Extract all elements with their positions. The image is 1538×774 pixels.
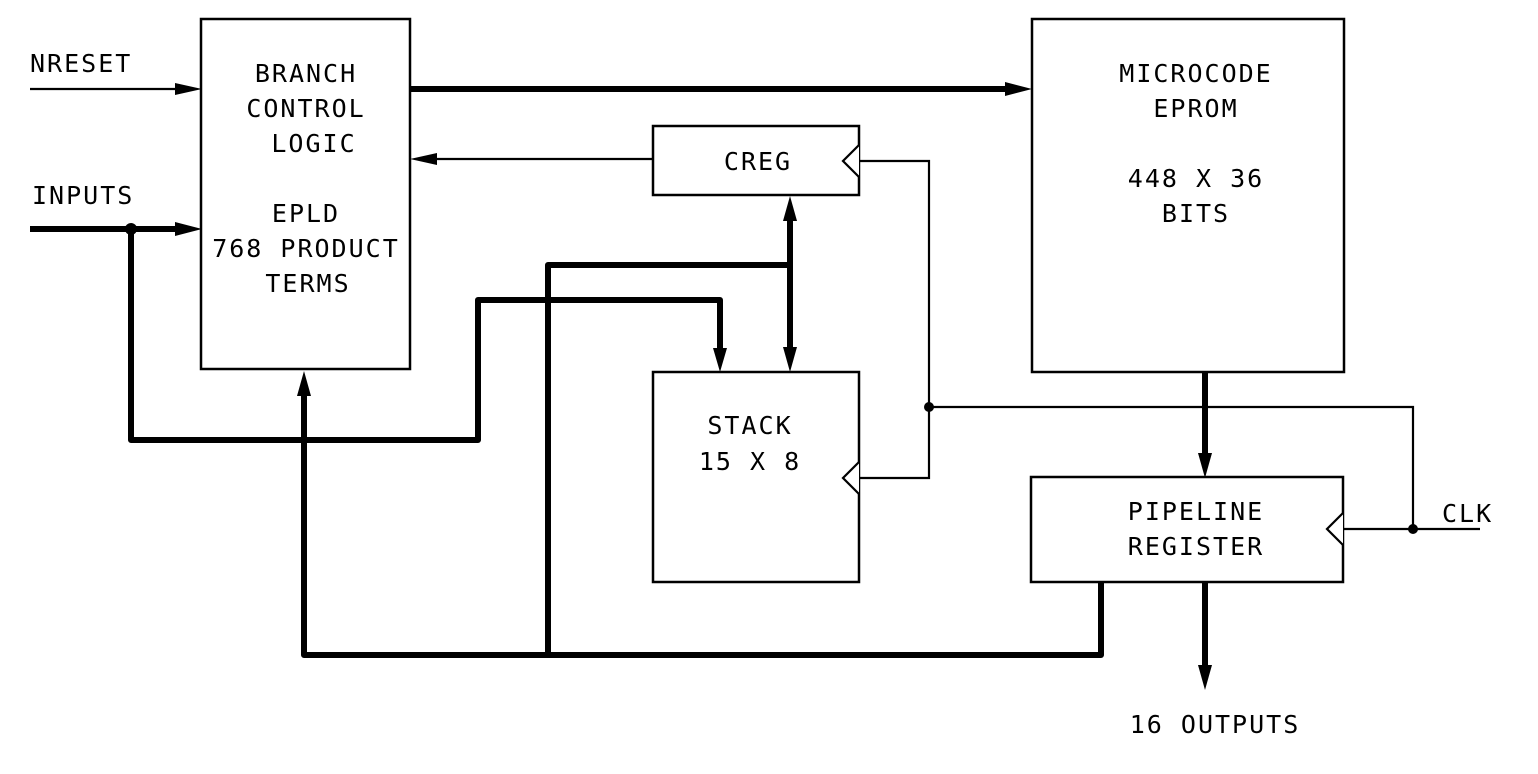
branch-feedback-arrow-icon [297, 371, 311, 396]
branch-control-line: EPLD [272, 199, 340, 228]
inputs-arrow-icon [175, 222, 202, 236]
creg-up-arrow-icon [783, 196, 797, 221]
stack-line: STACK [707, 411, 792, 440]
pipeline-register-block [1029, 475, 1345, 584]
branch-control-block [199, 17, 412, 371]
creg-label: CREG [724, 147, 792, 176]
pipeline-line: REGISTER [1128, 532, 1264, 561]
address-bus-arrow-icon [1005, 82, 1032, 96]
nreset-label: NRESET [30, 49, 132, 78]
branch-control-line: LOGIC [271, 129, 356, 158]
creg-block [651, 124, 861, 197]
pipeline-line: PIPELINE [1128, 497, 1264, 526]
creg-clock-icon [841, 144, 860, 178]
stack-block [651, 370, 861, 584]
microcode-eprom-block [1030, 17, 1346, 374]
inputs-to-stack-bus [128, 229, 723, 443]
stack-clock-icon [841, 461, 860, 495]
stack-down-arrow-icon [783, 347, 797, 372]
outputs-label: 16 OUTPUTS [1130, 710, 1301, 739]
microcode-line: 448 X 36 [1128, 164, 1264, 193]
nreset-arrow-icon [175, 83, 202, 95]
microcode-line: BITS [1162, 199, 1230, 228]
clk-register-wire [859, 159, 931, 480]
inputs-label: INPUTS [32, 181, 134, 210]
stack-input-arrow-icon [713, 348, 727, 372]
branch-control-line: 768 PRODUCT [212, 234, 400, 263]
pipeline-to-creg-bus [545, 262, 790, 655]
pipeline-clock-icon [1325, 512, 1344, 546]
branch-control-line: CONTROL [246, 94, 365, 123]
pipeline-feedback-bus [301, 383, 1104, 658]
pipeline-input-arrow-icon [1198, 453, 1212, 478]
stack-line: 15 X 8 [699, 447, 801, 476]
branch-control-line: BRANCH [255, 59, 357, 88]
microcode-line: MICROCODE [1119, 59, 1272, 88]
clk-distribution-wire [929, 405, 1415, 529]
branch-control-line: TERMS [265, 269, 350, 298]
creg-feedback-arrow-icon [410, 153, 437, 165]
clk-label: CLK [1442, 499, 1493, 528]
microcode-line: EPROM [1153, 94, 1238, 123]
outputs-arrow-icon [1198, 665, 1212, 690]
